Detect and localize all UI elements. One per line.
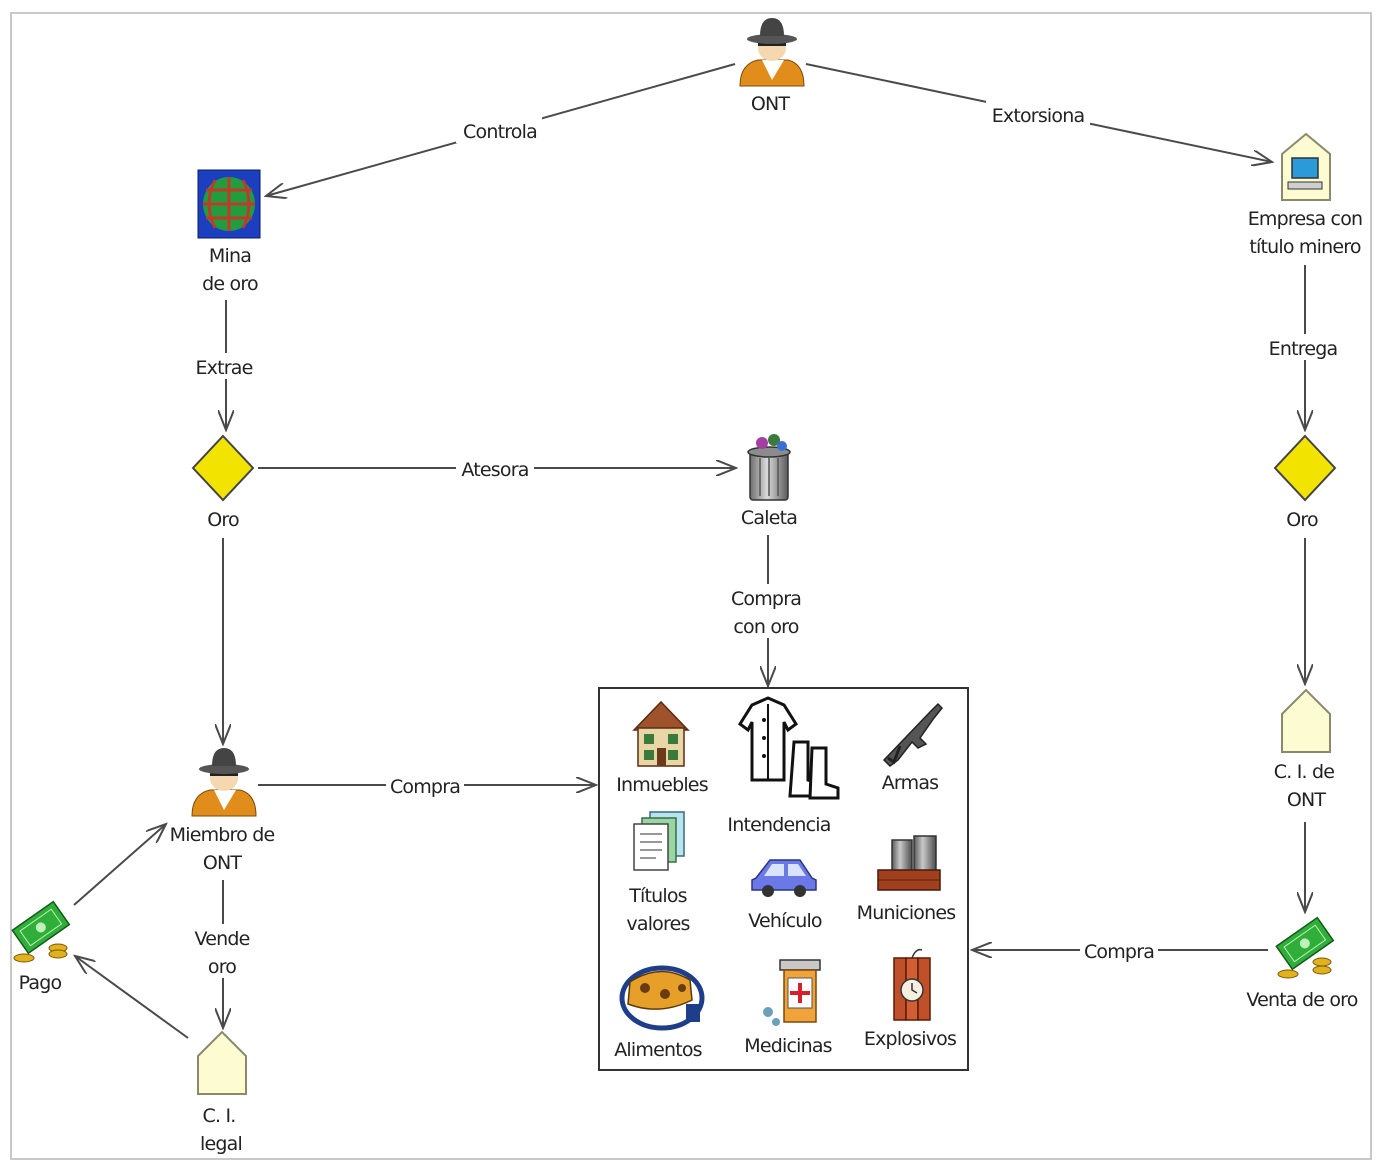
- item-label-municiones: Municiones: [857, 902, 956, 924]
- item-medicinas: Medicinas: [744, 959, 833, 1057]
- car-icon: [751, 859, 817, 897]
- node-label-ci-legal-2: legal: [200, 1133, 242, 1155]
- item-label-intendencia: Intendencia: [727, 814, 830, 836]
- node-oro-right: Oro: [1273, 434, 1337, 531]
- computer-document-icon: [1281, 132, 1331, 201]
- item-explosivos: Explosivos: [864, 948, 957, 1050]
- edge-label-extorsiona: Extorsiona: [992, 105, 1085, 127]
- node-miembro: Miembro de ONT: [170, 748, 275, 874]
- rifle-icon: [882, 702, 944, 767]
- documents-stack-icon: [633, 811, 685, 871]
- node-oro-left: Oro: [191, 434, 255, 531]
- food-icon: [619, 965, 705, 1031]
- edge-controla: Controla: [266, 63, 736, 196]
- item-label-explosivos: Explosivos: [864, 1028, 956, 1050]
- item-label-medicinas: Medicinas: [744, 1035, 832, 1057]
- node-ont: ONT: [739, 18, 805, 115]
- money-coins-icon: [11, 900, 71, 963]
- item-inmuebles: Inmuebles: [616, 700, 709, 796]
- node-label-mina-2: de oro: [202, 273, 258, 295]
- edge-label-atesora: Atesora: [461, 459, 528, 481]
- item-label-vehiculo: Vehículo: [748, 910, 822, 932]
- edge-label-compra-con-oro-2: con oro: [733, 616, 798, 638]
- item-label-inmuebles: Inmuebles: [616, 774, 708, 796]
- node-pago: Pago: [11, 900, 71, 994]
- node-label-miembro-1: Miembro de: [170, 824, 275, 846]
- item-vehiculo: Vehículo: [748, 859, 823, 932]
- edge-label-vende-oro-1: Vende: [194, 928, 249, 950]
- gold-diamond-icon: [1273, 434, 1337, 502]
- node-ci-ont: C. I. de ONT: [1274, 688, 1335, 811]
- ammo-drums-icon: [877, 835, 941, 891]
- node-label-mina-1: Mina: [209, 245, 251, 267]
- node-label-venta: Venta de oro: [1246, 989, 1357, 1011]
- item-label-armas: Armas: [882, 772, 939, 794]
- item-alimentos: Alimentos: [614, 965, 705, 1061]
- edge-atesora: Atesora: [258, 455, 736, 481]
- house-icon: [632, 700, 690, 767]
- edge-vende-oro: Vende oro: [186, 880, 260, 1028]
- node-label-ci-legal-1: C. I.: [203, 1105, 236, 1127]
- edge-compra-miembro: Compra: [258, 772, 596, 798]
- edge-label-controla: Controla: [463, 121, 537, 143]
- item-label-alimentos: Alimentos: [614, 1039, 702, 1061]
- node-label-empresa-1: Empresa con: [1248, 208, 1363, 230]
- document-icon: [1281, 688, 1331, 753]
- edge-label-compra-con-oro-1: Compra: [731, 588, 801, 610]
- edge-entrega: Entrega: [1262, 265, 1346, 430]
- node-label-empresa-2: título minero: [1249, 236, 1360, 258]
- node-label-pago: Pago: [19, 972, 62, 994]
- node-label-oro-left: Oro: [207, 509, 239, 531]
- edge-pago-to-miembro: [73, 824, 166, 906]
- node-label-ci-ont-1: C. I. de: [1274, 761, 1334, 783]
- item-armas: Armas: [882, 702, 944, 794]
- edge-label-compra-miembro: Compra: [390, 776, 460, 798]
- node-venta: Venta de oro: [1246, 916, 1359, 1011]
- item-intendencia: Intendencia: [727, 696, 840, 836]
- shirt-boots-icon: [737, 696, 840, 800]
- edge-label-compra-venta: Compra: [1084, 941, 1154, 963]
- item-label-titulos-2: valores: [626, 913, 689, 935]
- document-icon: [197, 1030, 247, 1095]
- edge-extorsiona: Extorsiona: [805, 63, 1272, 162]
- edge-label-extrae: Extrae: [195, 357, 252, 379]
- node-label-miembro-2: ONT: [203, 852, 243, 874]
- edge-label-vende-oro-2: oro: [208, 956, 236, 978]
- node-label-ci-ont-2: ONT: [1287, 789, 1327, 811]
- node-caleta: Caleta: [741, 434, 798, 529]
- purchases-box: Inmuebles Intendencia Armas: [598, 687, 969, 1071]
- edge-label-entrega: Entrega: [1269, 338, 1338, 360]
- edge-extrae: Extrae: [188, 300, 264, 430]
- person-hat-icon: [739, 18, 805, 87]
- edge-ci-legal-to-pago: [75, 956, 189, 1039]
- item-titulos: Títulos valores: [626, 811, 690, 935]
- trash-can-icon: [747, 434, 791, 501]
- edge-compra-con-oro: Compra con oro: [724, 535, 808, 686]
- item-label-titulos-1: Títulos: [628, 885, 687, 907]
- node-label-ont: ONT: [751, 93, 791, 115]
- money-coins-icon: [1275, 916, 1335, 979]
- dynamite-icon: [893, 948, 931, 1021]
- item-municiones: Municiones: [857, 835, 956, 924]
- node-mina: Mina de oro: [197, 169, 261, 295]
- node-ci-legal: C. I. legal: [197, 1030, 247, 1155]
- edge-compra-venta: Compra: [972, 937, 1268, 963]
- node-empresa: Empresa con título minero: [1248, 132, 1363, 258]
- person-hat-icon: [191, 748, 257, 817]
- diagram-frame: [10, 12, 1372, 1160]
- node-label-caleta: Caleta: [741, 507, 797, 529]
- gold-diamond-icon: [191, 434, 255, 502]
- medicine-bottle-icon: [763, 959, 821, 1026]
- globe-grid-icon: [197, 169, 261, 239]
- node-label-oro-right: Oro: [1286, 509, 1318, 531]
